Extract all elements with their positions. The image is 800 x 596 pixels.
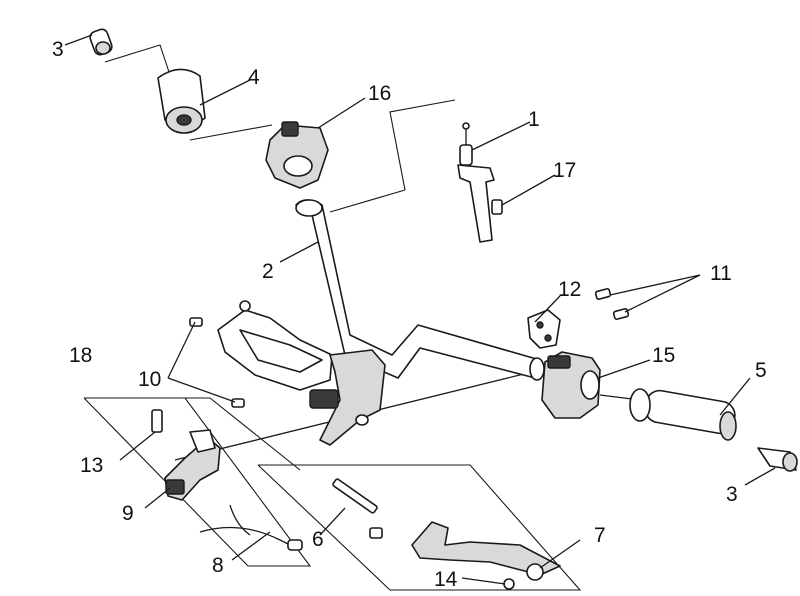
group-frame-18	[83, 397, 312, 567]
group-frame-4	[104, 44, 273, 141]
group-frame-lever	[257, 464, 582, 591]
handle-grip	[629, 388, 737, 441]
handlebar-clamp	[217, 309, 386, 446]
callout-6: 6	[312, 528, 324, 551]
clutch-lever	[411, 521, 561, 581]
clamp-bolts-10	[189, 300, 251, 408]
group-frame-16	[329, 99, 456, 213]
handlebar	[295, 199, 545, 381]
callout-10: 10	[138, 368, 161, 391]
clamp-bracket	[527, 309, 561, 349]
choke-lever	[457, 122, 495, 243]
callout-7: 7	[594, 524, 606, 547]
callout-17: 17	[553, 159, 576, 182]
callout-15: 15	[652, 344, 675, 367]
callout-3-bottom: 3	[726, 483, 738, 506]
leader-lines	[64, 34, 776, 585]
bar-end-bottom	[757, 447, 798, 472]
callout-8: 8	[212, 554, 224, 577]
bar-end-top	[89, 28, 113, 56]
callout-12: 12	[558, 278, 581, 301]
callout-labels: 1 2 3 3 4 5 6 7 8 9 10 11 12 13 14 15 16…	[52, 38, 767, 591]
bolt-13	[151, 409, 163, 433]
switch-housing-right	[541, 351, 601, 419]
screw-17	[491, 199, 503, 215]
lever-bracket	[164, 429, 221, 501]
callout-14: 14	[434, 568, 458, 591]
callout-16: 16	[368, 82, 391, 105]
pivot-bolt	[332, 478, 383, 539]
callout-4: 4	[248, 66, 260, 89]
nut-14	[503, 578, 515, 590]
bolts-11	[594, 287, 630, 321]
throttle-grip	[157, 68, 206, 134]
callout-1: 1	[528, 108, 540, 131]
cable-8	[199, 504, 303, 551]
callout-11: 11	[710, 262, 732, 285]
callout-3-top: 3	[52, 38, 64, 61]
callout-13: 13	[80, 454, 103, 477]
callout-2: 2	[262, 260, 274, 283]
switch-housing-left	[265, 121, 329, 189]
callout-5: 5	[755, 359, 767, 382]
callout-18: 18	[69, 344, 92, 367]
callout-9: 9	[122, 502, 134, 525]
